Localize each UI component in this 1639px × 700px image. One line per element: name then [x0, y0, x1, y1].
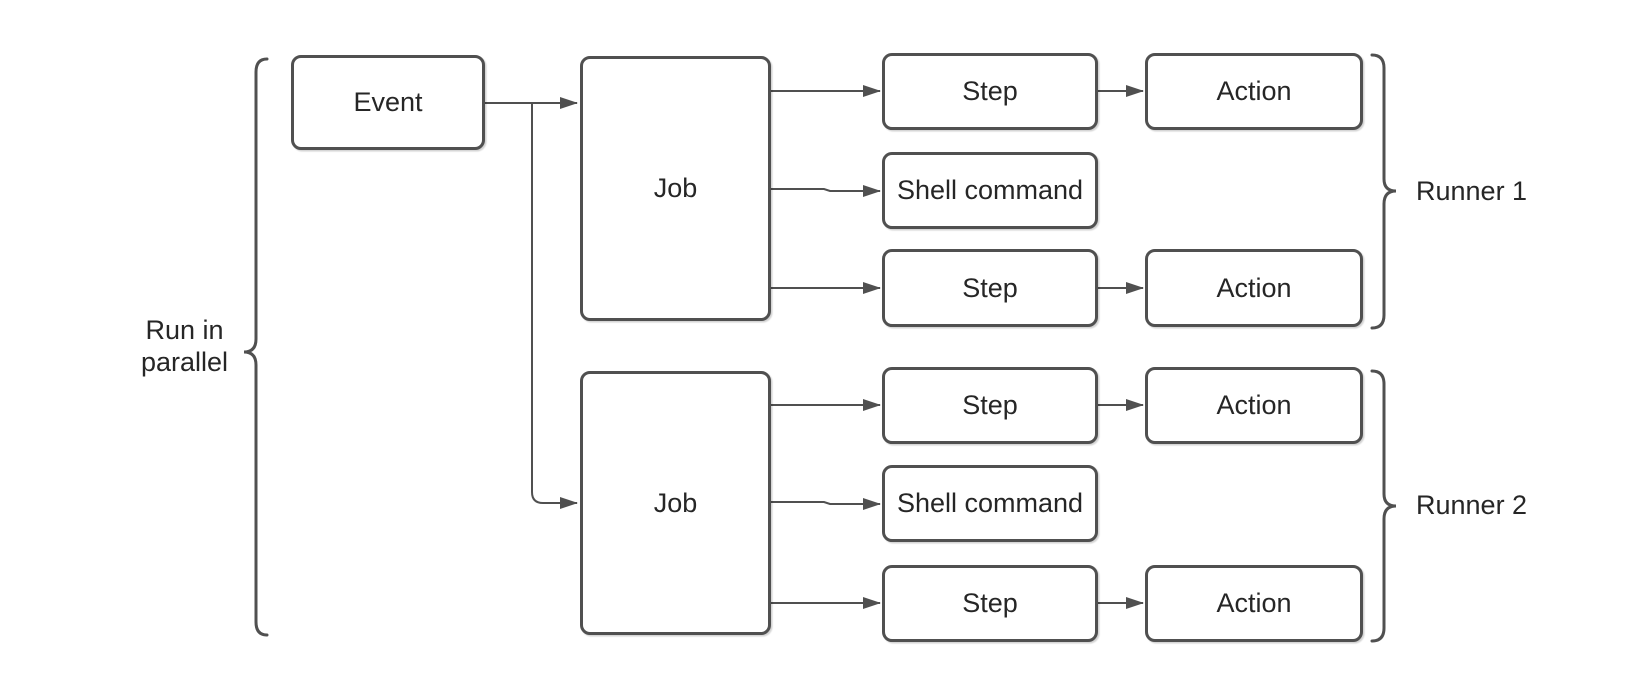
run-in-parallel-line-1: Run in	[145, 315, 224, 345]
edge-event-to-job-2	[531, 103, 578, 509]
runner1-shell-command-label: Shell command	[896, 175, 1084, 205]
runner2-shell-command-label: Shell command	[896, 488, 1084, 518]
runner2-step-1-node: Step	[882, 367, 1098, 444]
runner-2-label: Runner 2	[1416, 490, 1528, 520]
runner2-action-2-node: Action	[1145, 565, 1363, 642]
event-node: Event	[291, 55, 485, 150]
runner1-action-2-node: Action	[1145, 249, 1363, 327]
runner-1-label: Runner 1	[1416, 176, 1528, 206]
runner1-shell-command-node: Shell command	[882, 152, 1098, 229]
job-2-node-label: Job	[653, 487, 698, 518]
run-in-parallel-brace	[243, 57, 269, 637]
runner2-step-2-node: Step	[882, 565, 1098, 642]
runner-1-brace	[1370, 53, 1397, 330]
job-1-node: Job	[580, 56, 771, 321]
runner1-action-2-label: Action	[1216, 272, 1292, 303]
run-in-parallel-line-2: parallel	[140, 347, 229, 377]
job-2-node: Job	[580, 371, 771, 635]
runner1-step-1-node: Step	[882, 53, 1098, 130]
runner1-action-1-label: Action	[1216, 76, 1292, 106]
edge-job-2-to-shell-command	[771, 498, 881, 510]
runner1-step-1-label: Step	[962, 76, 1018, 106]
runner2-action-1-node: Action	[1145, 367, 1363, 444]
runner1-step-2-label: Step	[962, 272, 1018, 303]
edge-job-1-to-shell-command	[771, 185, 881, 197]
runner1-action-1-node: Action	[1145, 53, 1363, 130]
runner2-step-1-label: Step	[962, 390, 1018, 420]
runner2-step-2-label: Step	[962, 588, 1018, 618]
runner1-step-2-node: Step	[882, 249, 1098, 327]
runner2-action-1-label: Action	[1216, 390, 1292, 420]
run-in-parallel-label: Run in parallel	[92, 314, 277, 378]
job-1-node-label: Job	[653, 173, 698, 203]
runner-2-brace	[1370, 369, 1397, 643]
runner2-shell-command-node: Shell command	[882, 465, 1098, 542]
event-node-label: Event	[353, 87, 423, 117]
runner2-action-2-label: Action	[1216, 588, 1292, 618]
